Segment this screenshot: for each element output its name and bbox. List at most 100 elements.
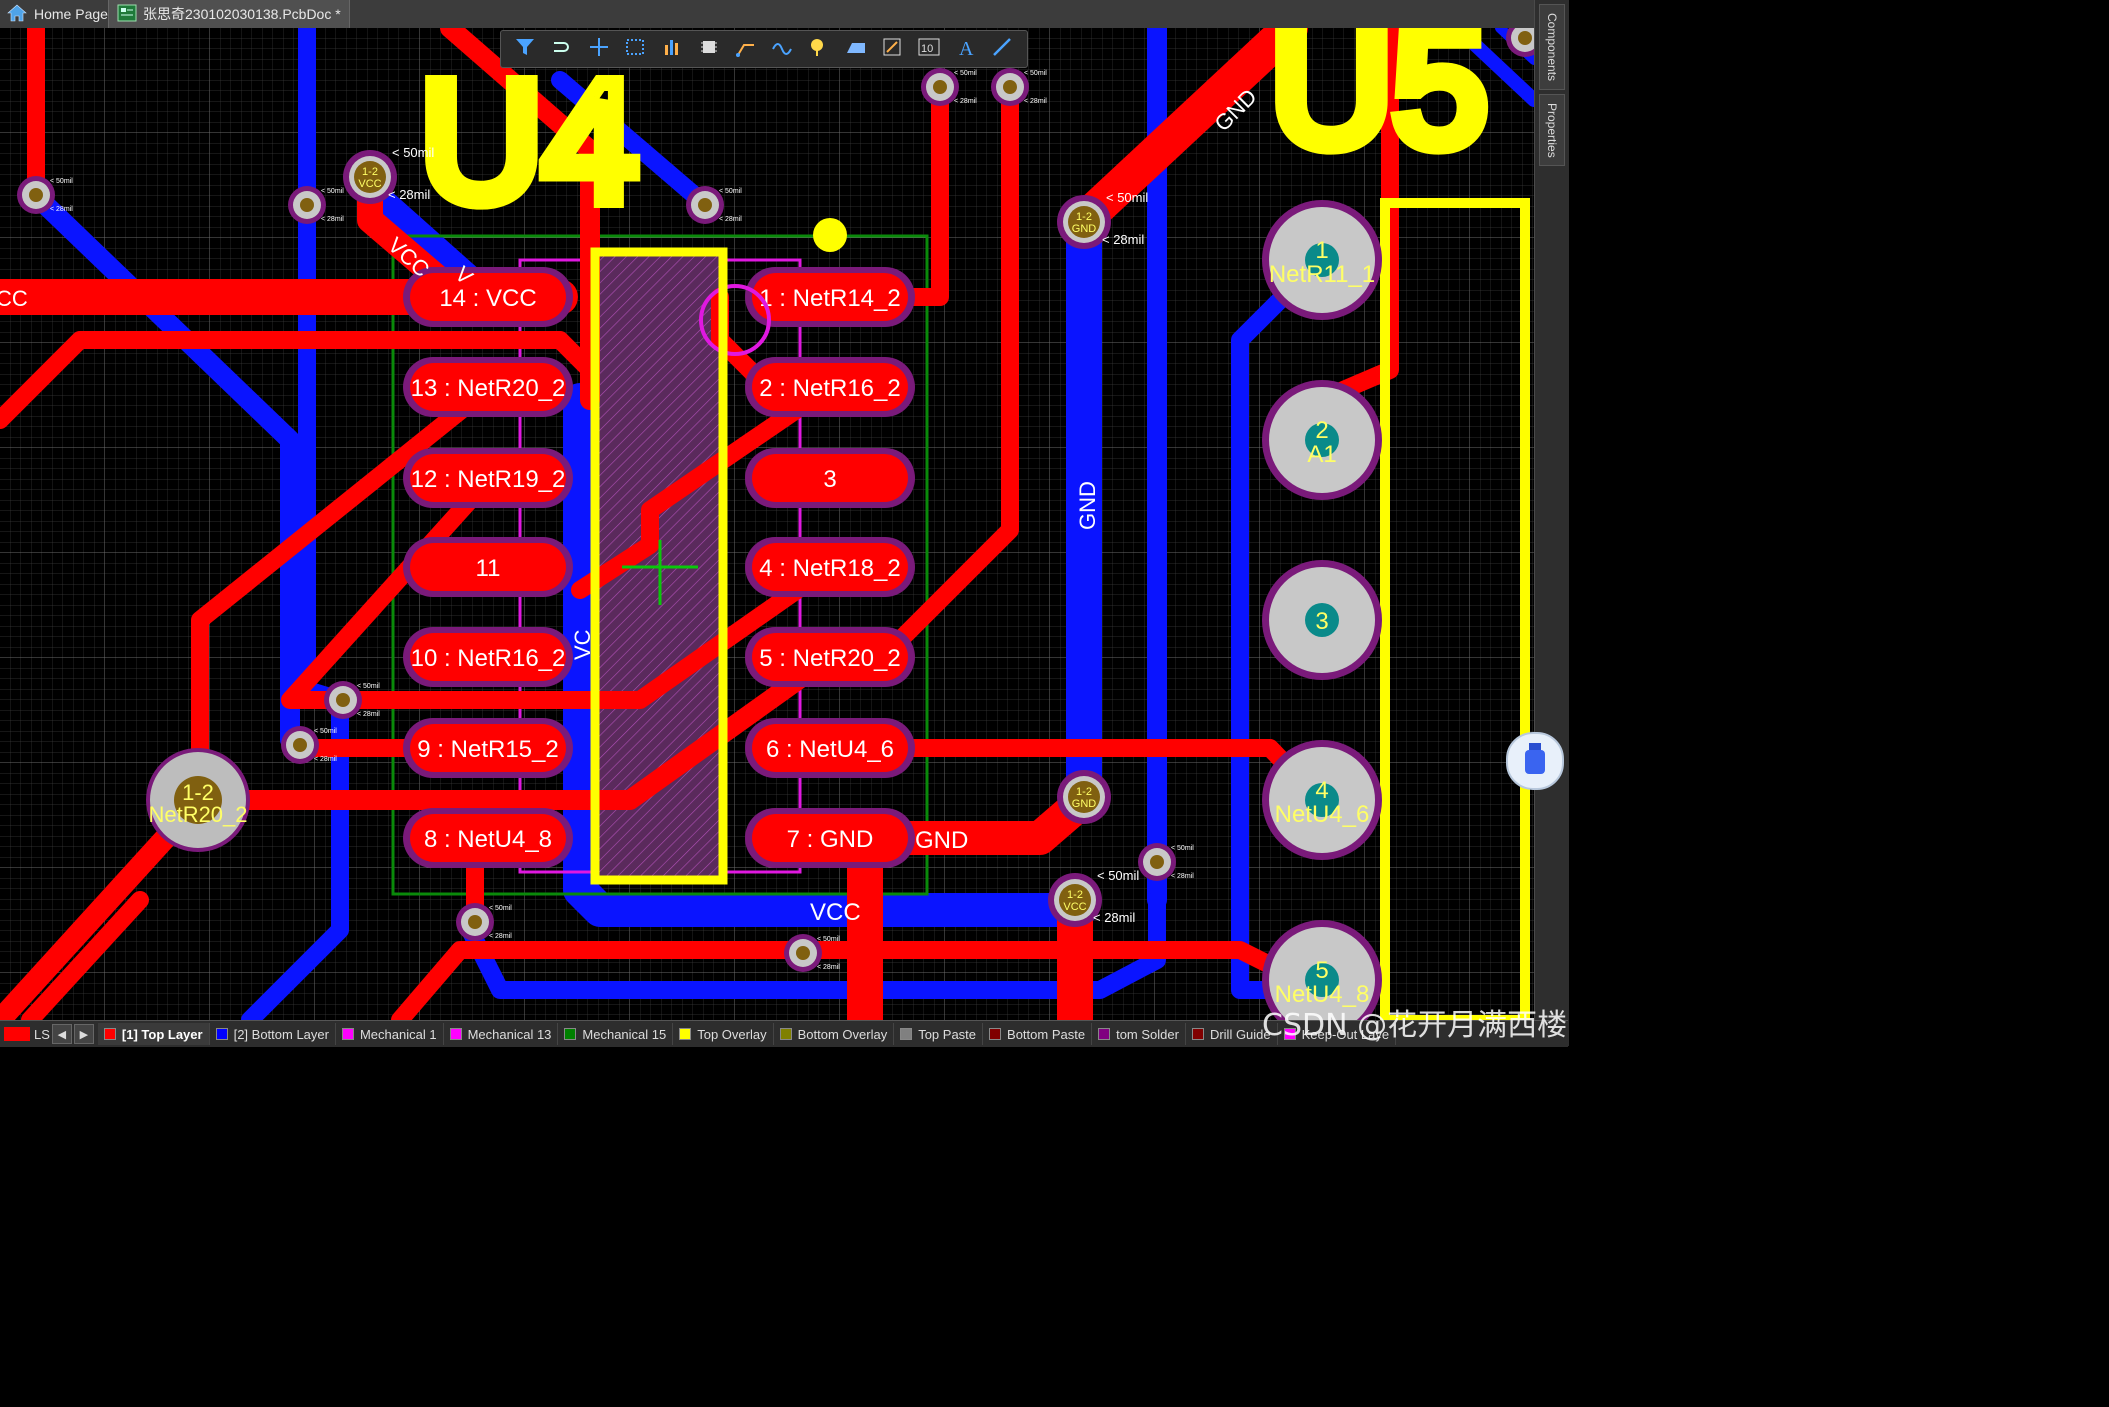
u4-pad[interactable]: 2 : NetR16_2 — [745, 357, 915, 417]
net-label-gnd: GND — [1075, 481, 1100, 530]
layer-tab[interactable]: Top Paste — [894, 1023, 984, 1045]
layer-tab[interactable]: Mechanical 15 — [558, 1023, 674, 1045]
u4-pad[interactable]: 1 : NetR14_2 — [745, 267, 915, 327]
pcb-canvas[interactable]: 14 : VCC 13 : NetR20_2 12 : NetR19_2 11 10 :… — [0, 28, 1534, 1020]
via[interactable]: < 50mil< 28mil — [324, 681, 380, 719]
current-layer-color-swatch — [4, 1027, 30, 1041]
layer-tab-label: Top Paste — [918, 1026, 977, 1042]
via[interactable]: < 50mil< 28mil — [921, 68, 977, 106]
u4-pad[interactable]: 8 : NetU4_8 — [403, 808, 573, 868]
svg-text:1-2: 1-2 — [182, 780, 214, 805]
u4-pad[interactable]: 4 : NetR18_2 — [745, 537, 915, 597]
u4-pad[interactable]: 12 : NetR19_2 — [403, 448, 573, 508]
rule-tool-button[interactable] — [879, 36, 905, 62]
via[interactable]: < 50mil< 28mil — [1506, 28, 1534, 57]
pad-label: 14 : VCC — [439, 285, 536, 312]
layer-color-swatch — [989, 1028, 1002, 1040]
small-vias: < 50mil< 28mil< 50mil< 28mil< 50mil< 28m… — [17, 28, 1534, 972]
route-tool-button[interactable] — [733, 36, 759, 62]
layer-tab[interactable]: [2] Bottom Layer — [210, 1023, 336, 1045]
designator-tool-button[interactable]: 10 — [916, 36, 942, 62]
components-panel-tab[interactable]: Components — [1539, 4, 1565, 90]
u5-pad[interactable]: 3 — [1262, 560, 1382, 680]
properties-panel-tab[interactable]: Properties — [1539, 94, 1565, 166]
pad-net-label: A1 — [1307, 441, 1336, 468]
u4-pad[interactable]: 11 — [403, 537, 573, 597]
current-layer-indicator[interactable]: LS — [4, 1024, 50, 1044]
cross-probe-tool-button[interactable] — [586, 36, 612, 62]
layer-tab[interactable]: Mechanical 1 — [336, 1023, 444, 1045]
region-tool-button[interactable] — [843, 36, 869, 62]
layer-tab[interactable]: Top Overlay — [673, 1023, 774, 1045]
layer-tab[interactable]: Bottom Paste — [983, 1023, 1093, 1045]
via[interactable]: < 50mil< 28mil — [991, 68, 1047, 106]
via[interactable]: < 50mil< 28mil — [281, 726, 337, 764]
big-via-netr20: 1-2 NetR20_2 — [146, 748, 250, 852]
filter-icon — [513, 35, 537, 64]
u4-pad[interactable]: 6 : NetU4_6 — [745, 718, 915, 778]
pad-label: 11 — [476, 555, 501, 582]
pad-number: 2 — [1315, 417, 1328, 444]
select-rect-tool-button[interactable] — [622, 36, 648, 62]
pad-number: 3 — [1315, 608, 1328, 635]
u4-pad[interactable]: 3 — [745, 448, 915, 508]
via[interactable]: < 50mil< 28mil — [1138, 843, 1194, 881]
u4-pad[interactable]: 9 : NetR15_2 — [403, 718, 573, 778]
via-clearance-label: < 28mil — [50, 206, 73, 213]
u4-pad[interactable]: 5 : NetR20_2 — [745, 627, 915, 687]
layer-tab[interactable]: tom Solder — [1092, 1023, 1186, 1045]
via-clearance-label: < 50mil — [1171, 845, 1194, 852]
layer-tab[interactable]: Keep-Out Laye — [1278, 1023, 1397, 1045]
via[interactable]: < 50mil< 28mil — [288, 186, 344, 224]
layer-color-swatch — [215, 1028, 228, 1040]
chevron-left-icon: ◀ — [57, 1028, 67, 1041]
line-tool-button[interactable] — [989, 36, 1015, 62]
tab-home-page[interactable]: Home Page — [6, 0, 108, 28]
svg-text:NetR20_2: NetR20_2 — [148, 802, 247, 827]
document-tab-bar: Home Page 张思奇230102030138.PcbDoc * — [0, 0, 1568, 28]
layer-tab[interactable]: [1] Top Layer — [97, 1023, 210, 1045]
pad-net-label: NetU4_6 — [1275, 801, 1370, 828]
chart-tool-button[interactable] — [659, 36, 685, 62]
u4-pad[interactable]: 7 : GND — [745, 808, 915, 868]
layer-scroll-right-button[interactable]: ▶ — [73, 1024, 94, 1044]
u4-pad[interactable]: 10 : NetR16_2 — [403, 627, 573, 687]
net-label-vcc: VC — [570, 629, 595, 660]
via[interactable]: < 50mil< 28mil — [456, 903, 512, 941]
diff-pair-tool-button[interactable] — [769, 36, 795, 62]
component-origin-cross — [622, 540, 698, 605]
layer-color-swatch — [103, 1028, 116, 1040]
layer-tab[interactable]: Bottom Overlay — [774, 1023, 895, 1045]
net-label-vcc: VCC — [810, 899, 861, 926]
layer-tab-label: tom Solder — [1116, 1026, 1179, 1042]
floating-helper-button[interactable] — [1506, 732, 1564, 790]
via[interactable]: < 50mil< 28mil — [784, 934, 840, 972]
pad-label: 6 : NetU4_6 — [766, 736, 894, 763]
u5-pad[interactable]: 2A1 — [1262, 380, 1382, 500]
layer-tab[interactable]: Mechanical 13 — [444, 1023, 559, 1045]
component-tool-button[interactable] — [696, 36, 722, 62]
pad-label: 8 : NetU4_8 — [424, 826, 552, 853]
interactive-route-tool-button[interactable] — [549, 36, 575, 62]
pad-via-tool-button[interactable] — [806, 36, 832, 62]
pcb-document-icon — [117, 4, 143, 25]
via[interactable]: < 50mil< 28mil — [17, 176, 73, 214]
u4-pad[interactable]: 14 : VCC — [403, 267, 573, 327]
filter-tool-button[interactable] — [512, 36, 538, 62]
layer-color-swatch — [341, 1028, 354, 1040]
u4-pad[interactable]: 13 : NetR20_2 — [403, 357, 573, 417]
layer-set-label: LS — [34, 1026, 50, 1042]
via[interactable]: < 50mil< 28mil — [686, 186, 742, 224]
via-clearance-label: < 28mil — [1024, 98, 1047, 105]
layer-scroll-left-button[interactable]: ◀ — [51, 1024, 72, 1044]
string-tool-button[interactable]: A — [953, 36, 979, 62]
tab-pcb-document[interactable]: 张思奇230102030138.PcbDoc * — [108, 0, 350, 28]
layer-tab[interactable]: Drill Guide — [1186, 1023, 1278, 1045]
